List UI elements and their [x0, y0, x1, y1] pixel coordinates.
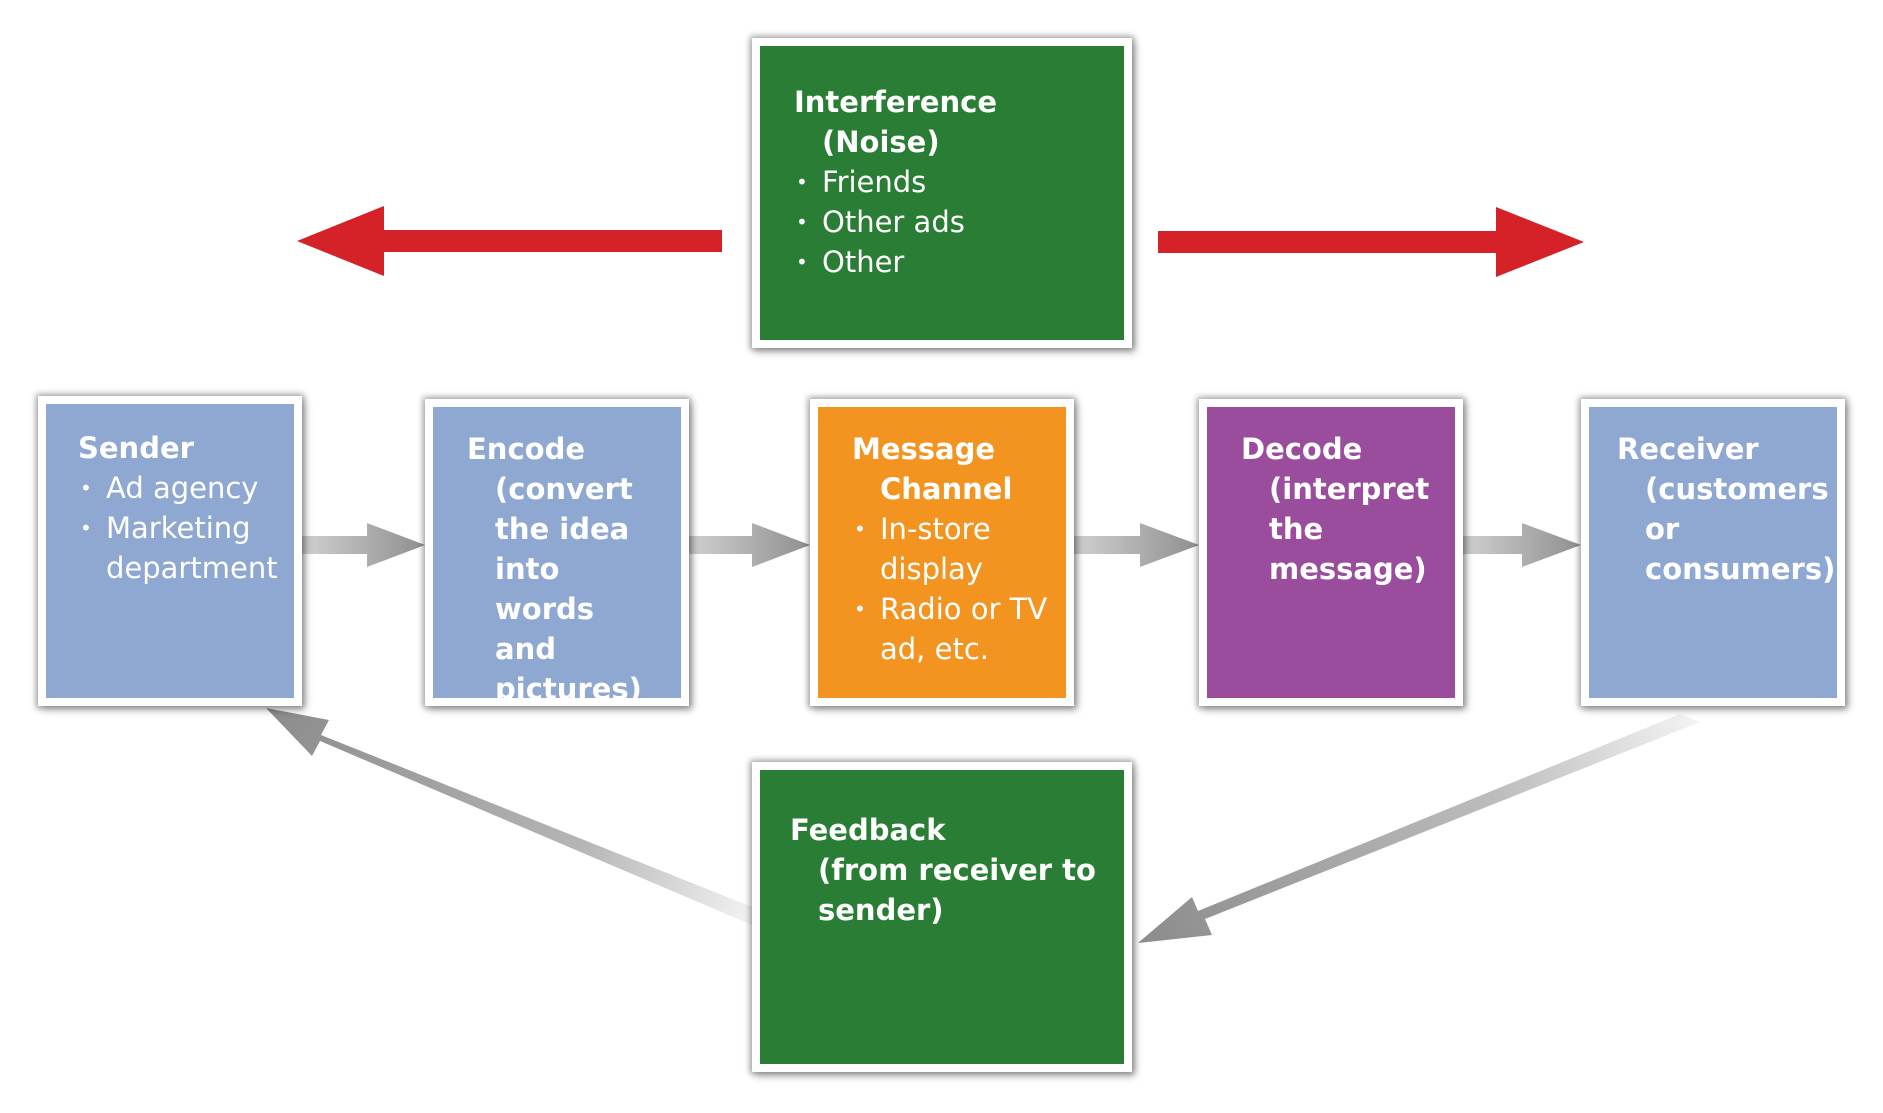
list-item: •Other: [794, 242, 1094, 282]
message-channel-subtitle: Channel: [880, 472, 1013, 506]
bullet-icon: •: [80, 516, 92, 540]
interference-box: Interference (Noise) •Friends •Other ads…: [752, 38, 1132, 348]
flow-arrow-encode-to-channel: [689, 523, 810, 567]
noise-arrow-left: [297, 206, 722, 276]
sender-title: Sender: [78, 431, 194, 465]
feedback-box: Feedback (from receiver to sender): [752, 762, 1132, 1072]
sender-list: •Ad agency •Marketing department: [78, 468, 278, 588]
bullet-icon: •: [80, 476, 92, 500]
sender-box: Sender •Ad agency •Marketing department: [38, 396, 302, 706]
message-channel-title: Message: [852, 432, 996, 466]
message-channel-box: Message Channel •In-store display •Radio…: [810, 399, 1074, 706]
bullet-icon: •: [796, 250, 808, 274]
list-item: •Ad agency: [78, 468, 270, 508]
noise-arrow-right: [1158, 207, 1584, 277]
interference-list: •Friends •Other ads •Other: [794, 162, 1094, 282]
list-item: •Friends: [794, 162, 1094, 202]
bullet-icon: •: [796, 170, 808, 194]
encode-title: Encode: [467, 432, 585, 466]
interference-title: Interference: [794, 85, 998, 119]
decode-title: Decode: [1241, 432, 1363, 466]
decode-box: Decode (interpret the message): [1199, 399, 1463, 706]
receiver-description: (customers or consumers): [1645, 472, 1836, 586]
return-arrow-receiver-to-feedback: [1138, 714, 1700, 943]
flow-arrow-channel-to-decode: [1074, 523, 1199, 567]
list-item: •In-store display: [852, 509, 1050, 589]
bullet-icon: •: [796, 210, 808, 234]
decode-description: (interpret the message): [1269, 472, 1430, 586]
feedback-description: (from receiver to sender): [818, 853, 1096, 927]
bullet-icon: •: [854, 517, 866, 541]
flow-arrow-decode-to-receiver: [1463, 523, 1581, 567]
bullet-icon: •: [854, 597, 866, 621]
list-item: •Marketing department: [78, 508, 278, 588]
encode-box: Encode (convert the idea into words and …: [425, 399, 689, 706]
list-item: •Other ads: [794, 202, 1094, 242]
receiver-box: Receiver (customers or consumers): [1581, 399, 1845, 706]
message-channel-list: •In-store display •Radio or TV ad, etc.: [852, 509, 1050, 669]
feedback-title: Feedback: [790, 813, 946, 847]
list-item: •Radio or TV ad, etc.: [852, 589, 1050, 669]
encode-description: (convert the idea into words and picture…: [495, 472, 642, 706]
flow-arrow-sender-to-encode: [302, 523, 425, 567]
return-arrow-feedback-to-sender: [266, 708, 752, 925]
receiver-title: Receiver: [1617, 432, 1759, 466]
interference-subtitle: (Noise): [822, 125, 940, 159]
